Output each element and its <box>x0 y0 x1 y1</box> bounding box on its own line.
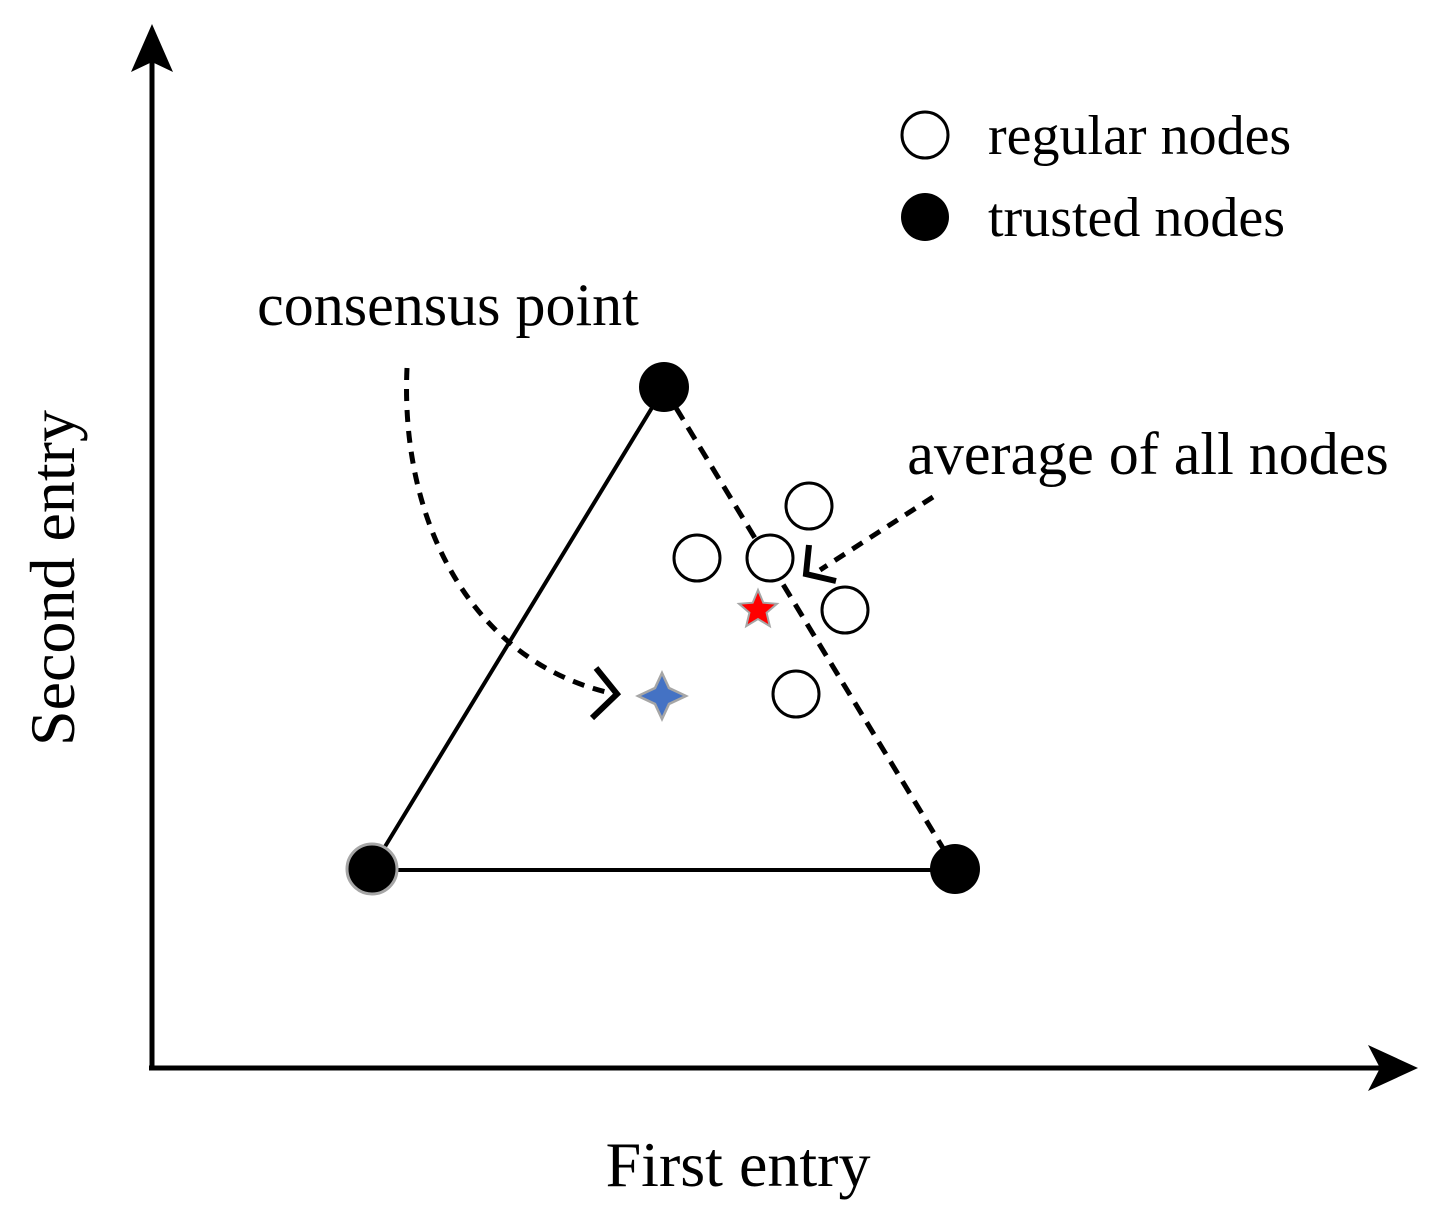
average-arrow-path <box>818 494 935 573</box>
y-axis-label: Second entry <box>17 410 88 746</box>
axes <box>131 24 1418 1091</box>
average-arrowhead <box>802 544 837 584</box>
triangle <box>370 386 958 872</box>
trusted-node <box>639 362 689 412</box>
regular-nodes <box>672 481 870 719</box>
four-point-star-icon <box>635 670 689 722</box>
legend-filled-circle-icon <box>901 193 949 241</box>
regular-node <box>820 585 870 635</box>
legend: regular nodes trusted nodes <box>900 105 1291 249</box>
legend-open-circle-icon <box>900 110 950 160</box>
consensus-point-label: consensus point <box>257 272 639 338</box>
triangle-edge-right-dashed <box>661 386 958 870</box>
regular-node <box>745 533 795 583</box>
regular-node <box>784 481 834 531</box>
triangle-edge-left <box>370 386 666 870</box>
y-axis-arrowhead <box>131 24 173 72</box>
consensus-arrowhead <box>589 666 622 721</box>
consensus-arrow-path <box>404 367 611 696</box>
x-axis-arrowhead <box>1368 1045 1418 1091</box>
average-label: average of all nodes <box>907 421 1388 487</box>
trusted-node <box>930 844 980 894</box>
trusted-node <box>345 842 399 896</box>
regular-node <box>672 533 722 583</box>
legend-label-trusted: trusted nodes <box>988 187 1285 249</box>
legend-label-regular: regular nodes <box>988 105 1291 167</box>
five-point-star-icon <box>736 587 780 629</box>
x-axis-label: First entry <box>606 1129 871 1200</box>
trusted-nodes <box>345 362 980 896</box>
regular-node <box>771 669 821 719</box>
